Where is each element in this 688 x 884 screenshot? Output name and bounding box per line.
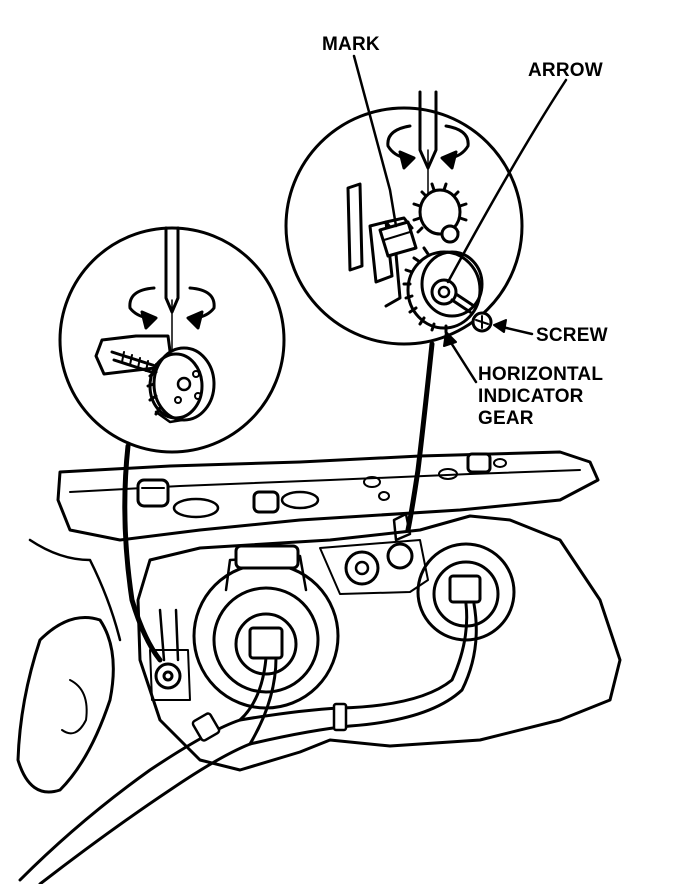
- horizontal-adjuster-detail: [284, 90, 524, 346]
- arrow-label: ARROW: [528, 60, 603, 81]
- gear-leader: [446, 336, 478, 384]
- screw-label: SCREW: [536, 325, 608, 346]
- screw: [450, 292, 493, 333]
- mark-label: MARK: [322, 34, 380, 55]
- panel-bolt-right: [466, 452, 492, 474]
- horizontal-leader-line: [405, 341, 435, 533]
- mark-leader: [352, 54, 398, 228]
- vertical-adjuster: [149, 608, 191, 701]
- gear-label-line-2: INDICATOR: [478, 386, 584, 407]
- horizontal-indicator-gear-label: HORIZONTAL INDICATOR GEAR: [478, 364, 603, 430]
- arrow-leader: [446, 78, 568, 284]
- gear-label-line-1: HORIZONTAL: [478, 364, 604, 385]
- vertical-leader-line: [122, 443, 163, 663]
- horizontal-adjuster: [319, 512, 429, 595]
- panel-bolt-left: [136, 478, 170, 508]
- vertical-adjuster-detail: [58, 226, 286, 454]
- gear-label-line-3: GEAR: [478, 408, 534, 429]
- headlight-housing: [16, 450, 622, 884]
- upper-gear: [412, 182, 468, 244]
- panel-bolt-center: [252, 490, 280, 514]
- mark-indicator: [378, 220, 418, 258]
- horizontal-indicator-gear: [402, 246, 484, 334]
